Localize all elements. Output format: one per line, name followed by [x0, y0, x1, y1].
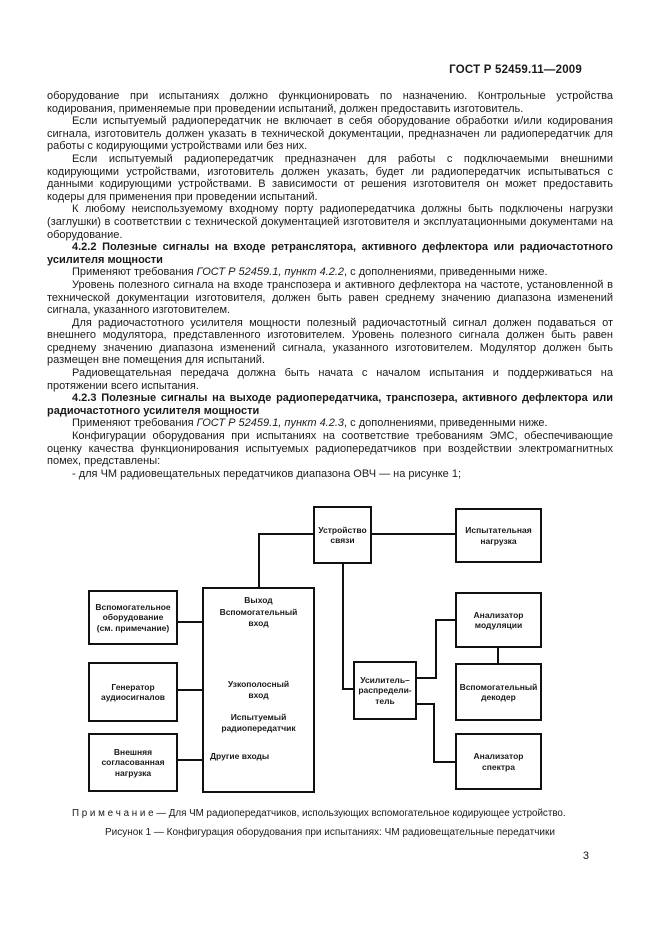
connector-line: [433, 703, 435, 763]
box-communication-device: Устройство связи: [313, 506, 372, 564]
paragraph-continuation: оборудование при испытаниях должно функц…: [47, 90, 613, 115]
reference-suffix: , с дополнениями, приведенными ниже.: [344, 417, 548, 430]
page-header: ГОСТ Р 52459.11—2009: [449, 64, 582, 76]
box-device-under-test: Выход Вспомогательный вход Узкополосный …: [202, 587, 315, 793]
figure-note: П р и м е ч а н и е — Для ЧМ радиопереда…: [72, 808, 566, 819]
connector-line: [178, 621, 204, 623]
box-modulation-analyzer: Анализатор модуляции: [455, 592, 542, 648]
paragraph: Для радиочастотного усилителя мощности п…: [47, 316, 613, 367]
connector-line: [417, 677, 437, 679]
paragraph: Радиовещательная передача должна быть на…: [47, 367, 613, 392]
figure-caption: Рисунок 1 — Конфигурация оборудования пр…: [105, 827, 555, 838]
box-label: Вспомогательный декодер: [459, 681, 538, 703]
section-heading-4-2-2: 4.2.2 Полезные сигналы на входе ретрансл…: [47, 241, 613, 266]
dut-name-label: Испытуемый радиопередатчик: [221, 712, 296, 733]
reference-suffix: , с дополнениями, приведенными ниже.: [344, 266, 548, 279]
paragraph: Если испытуемый радиопередатчик не включ…: [47, 115, 613, 153]
reference-prefix: Применяют требования: [72, 266, 197, 279]
connector-line: [435, 619, 437, 679]
page-number: 3: [582, 850, 589, 862]
paragraph-reference: Применяют требования ГОСТ Р 52459.1, пун…: [47, 417, 613, 430]
box-spectrum-analyzer: Анализатор спектра: [455, 733, 542, 790]
connector-line: [342, 688, 355, 690]
dut-aux-input-label: Вспомогательный вход: [219, 607, 298, 628]
paragraph: Уровень полезного сигнала на входе транс…: [47, 278, 613, 317]
reference-standard: ГОСТ Р 52459.1, пункт 4.2.2: [196, 266, 345, 279]
box-label: Внешняя согласованная нагрузка: [101, 746, 165, 778]
box-amplifier-splitter: Усилитель– распредели- тель: [353, 661, 417, 720]
box-test-load: Испытательная нагрузка: [455, 508, 542, 563]
connector-line: [372, 533, 455, 535]
box-label: Вспомогательное оборудование (см. примеч…: [95, 601, 171, 633]
dut-narrowband-input-label: Узкополосный вход: [227, 679, 290, 700]
box-auxiliary-decoder: Вспомогательный декодер: [455, 663, 542, 721]
connector-line: [342, 564, 344, 690]
box-label: Анализатор модуляции: [473, 609, 524, 631]
paragraph: Конфигурации оборудования при испытаниях…: [47, 430, 613, 468]
reference-prefix: Применяют требования: [72, 417, 197, 430]
box-external-matched-load: Внешняя согласованная нагрузка: [88, 733, 178, 792]
connector-line: [258, 533, 260, 589]
connector-line: [417, 703, 435, 705]
connector-line: [178, 759, 204, 761]
paragraph: К любому неиспользуемому входному порту …: [47, 203, 613, 241]
reference-standard: ГОСТ Р 52459.1, пункт 4.2.3: [196, 417, 345, 430]
box-label: Устройство связи: [318, 524, 367, 546]
connector-line: [497, 648, 499, 664]
box-auxiliary-equipment: Вспомогательное оборудование (см. примеч…: [88, 590, 178, 645]
section-heading-4-2-3: 4.2.3 Полезные сигналы на выходе радиопе…: [47, 392, 613, 417]
box-label: Генератор аудиосигналов: [100, 681, 165, 703]
connector-line: [437, 619, 455, 621]
box-label: Усилитель– распредели- тель: [358, 674, 412, 706]
box-label: Анализатор спектра: [473, 751, 524, 772]
connector-line: [178, 689, 204, 691]
dut-output-label: Выход: [244, 595, 273, 605]
paragraph: Если испытуемый радиопередатчик предназн…: [47, 152, 613, 203]
dut-other-inputs-label: Другие входы: [210, 751, 270, 761]
connector-line: [435, 761, 455, 763]
paragraph-reference: Применяют требования ГОСТ Р 52459.1, пун…: [47, 266, 613, 279]
list-item: - для ЧМ радиовещательных передатчиков д…: [72, 467, 462, 480]
box-audio-signal-generator: Генератор аудиосигналов: [88, 662, 178, 722]
body-text: оборудование при испытаниях должно функц…: [47, 90, 613, 480]
connector-line: [258, 533, 315, 535]
box-label: Испытательная нагрузка: [465, 525, 532, 546]
